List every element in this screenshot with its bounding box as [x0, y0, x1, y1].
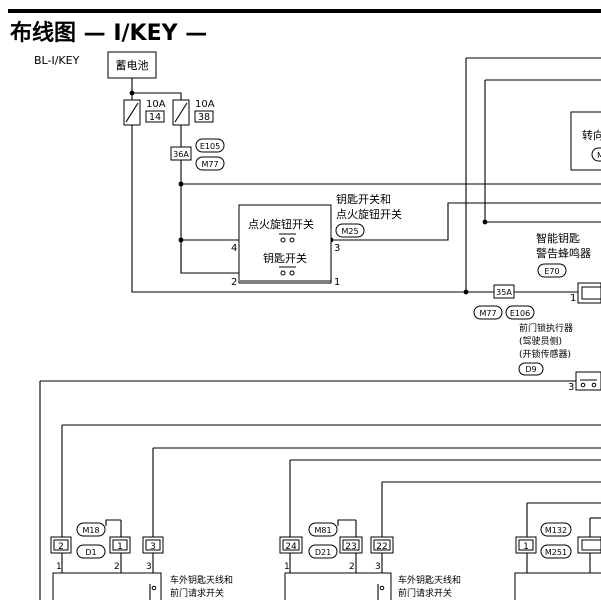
turn-signal-partial: 转向 M: [570, 111, 601, 171]
buzzer-pin: 1: [570, 293, 576, 304]
key-switch-title-2: 点火旋钮开关: [336, 207, 402, 221]
svg-text:M: M: [597, 151, 601, 160]
key-switch: 点火旋钮开关 钥匙开关 4 3 2 1 钥匙开关和 点火旋钮开关 M25: [231, 192, 402, 288]
svg-text:2: 2: [114, 562, 120, 572]
actuator-label-3: (开锁传感器): [519, 348, 571, 360]
battery: 蓄电池: [107, 51, 157, 79]
buzzer-label-1: 智能钥匙: [536, 231, 580, 245]
svg-text:1: 1: [284, 562, 290, 572]
connector-e70: E70: [544, 267, 559, 276]
door-lock-actuator: 前门锁执行器 (驾驶员侧) (开锁传感器) D9 3: [518, 322, 601, 393]
diagram-code: BL-I/KEY: [34, 54, 80, 67]
turn-label: 转向: [582, 128, 601, 142]
connector-e106: E106: [510, 309, 530, 318]
connector-m25: M25: [341, 227, 358, 236]
warning-buzzer: 智能钥匙 警告蜂鸣器 E70 1: [536, 231, 601, 304]
pin-3: 3: [334, 243, 340, 254]
actuator-label-2: (驾驶员侧): [519, 335, 562, 347]
connector-m251: M251: [545, 548, 567, 557]
buzzer-label-2: 警告蜂鸣器: [536, 246, 591, 260]
fuse-14-number: 14: [149, 112, 161, 123]
right-bottom-partial: M132 M251 1 1 2: [514, 522, 601, 600]
fuse-14: 10A 14: [123, 99, 166, 126]
pin-box: 1: [523, 542, 529, 552]
svg-text:2: 2: [349, 562, 355, 572]
pin-4: 4: [231, 243, 237, 254]
antenna-mid-label-2: 前门请求开关: [398, 587, 452, 599]
antenna-mid-label-1: 车外钥匙天线和: [398, 574, 461, 586]
fuse-38-number: 38: [198, 112, 210, 123]
header-rule: [8, 9, 601, 13]
pin-box: 24: [285, 542, 297, 552]
antenna-middle: M81 D21 24 23 22 1 2 3 车外钥匙天线和 前门请求开关: [279, 522, 461, 600]
connector-d9: D9: [525, 365, 536, 374]
pin-1: 1: [334, 277, 340, 288]
connector-e105: E105: [200, 142, 220, 151]
actuator-pin: 3: [568, 382, 574, 393]
antenna-left-label-1: 车外钥匙天线和: [170, 574, 233, 586]
actuator-label-1: 前门锁执行器: [519, 322, 573, 334]
connector-m77-b: M77: [479, 309, 496, 318]
fuse-38: 10A 38: [172, 99, 215, 126]
svg-text:3: 3: [375, 562, 381, 572]
pin-2: 2: [231, 277, 237, 288]
fuse-38-rating: 10A: [195, 99, 215, 110]
connector-35a-group: 35A M77 E106: [473, 284, 535, 320]
connector-m81: M81: [314, 526, 331, 535]
connector-d1: D1: [85, 548, 96, 557]
knob-switch-label: 点火旋钮开关: [248, 217, 314, 231]
antenna-left: M18 D1 2 1 3 1 2 3 车外钥匙天线和 前门请求开关: [50, 522, 233, 600]
pin-box: 1: [117, 542, 123, 552]
connector-d21: D21: [315, 548, 331, 557]
page-title: 布线图 — I/KEY —: [10, 20, 207, 46]
antenna-left-label-2: 前门请求开关: [170, 587, 224, 599]
connector-m77: M77: [201, 160, 218, 169]
connector-m132: M132: [545, 526, 567, 535]
fuse-14-rating: 10A: [146, 99, 166, 110]
connector-m18: M18: [82, 526, 99, 535]
key-switch-title-1: 钥匙开关和: [336, 192, 391, 206]
pin-box: 23: [345, 542, 356, 552]
svg-text:36A: 36A: [173, 150, 189, 159]
pin-box: 2: [58, 542, 64, 552]
wires: [39, 57, 601, 600]
key-switch-label: 钥匙开关: [263, 251, 307, 265]
svg-text:3: 3: [146, 562, 152, 572]
pin-box: 22: [376, 542, 387, 552]
svg-text:35A: 35A: [496, 288, 512, 297]
pin-box: 3: [150, 542, 156, 552]
battery-label: 蓄电池: [116, 59, 149, 72]
svg-text:1: 1: [56, 562, 62, 572]
connector-36a: 36A E105 M77: [170, 138, 225, 171]
